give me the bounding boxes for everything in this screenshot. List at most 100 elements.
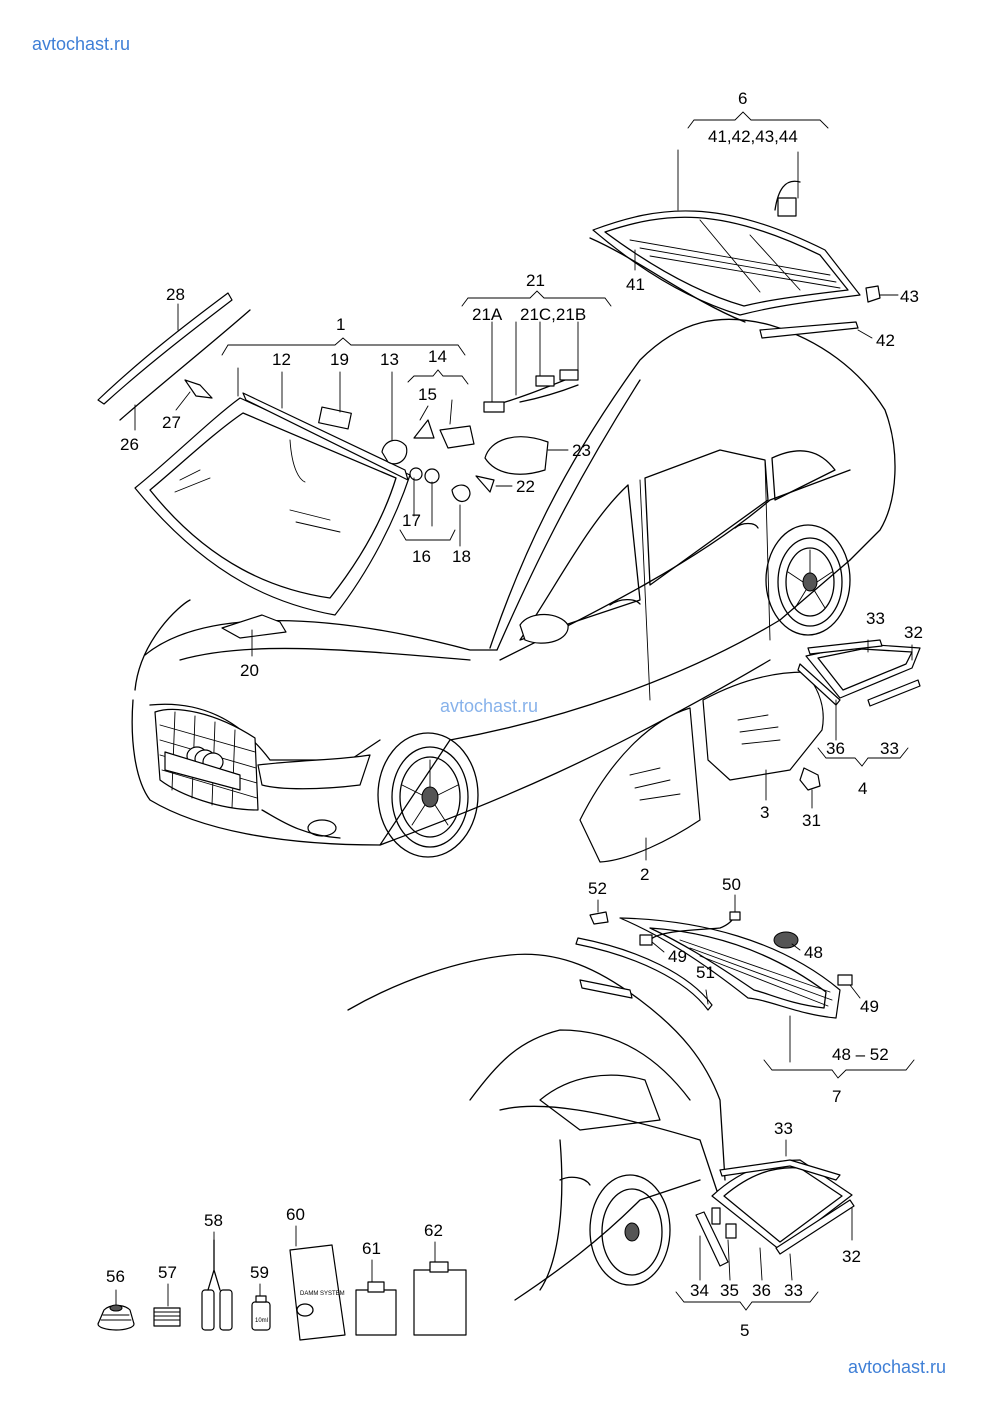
callout-33b[interactable]: 33 xyxy=(880,739,899,758)
callout-49a[interactable]: 49 xyxy=(668,947,687,966)
callout-14[interactable]: 14 xyxy=(428,347,447,366)
callout-26[interactable]: 26 xyxy=(120,435,139,454)
clip-27 xyxy=(184,379,213,399)
callout-16[interactable]: 16 xyxy=(412,547,431,566)
callout-21a[interactable]: 21A xyxy=(472,305,503,324)
callout-50[interactable]: 50 xyxy=(722,875,741,894)
fastener-31 xyxy=(799,767,821,791)
seal-42 xyxy=(759,321,859,339)
callout-48[interactable]: 48 xyxy=(804,943,823,962)
clip-17 xyxy=(409,467,423,481)
quarter-glass-rear[interactable] xyxy=(695,1159,855,1267)
clip-52 xyxy=(589,911,609,925)
callout-42[interactable]: 42 xyxy=(876,331,895,350)
kit-label: DAMM SYSTEM xyxy=(300,1291,345,1297)
cover-15 xyxy=(413,419,435,439)
callout-1[interactable]: 1 xyxy=(336,315,345,334)
callout-31[interactable]: 31 xyxy=(802,811,821,830)
rear-trim-51 xyxy=(575,937,713,1011)
callout-15[interactable]: 15 xyxy=(418,385,437,404)
adhesive-container-61 xyxy=(355,1281,397,1336)
callout-32a[interactable]: 32 xyxy=(904,623,923,642)
front-door-glass[interactable] xyxy=(579,707,701,863)
callout-57[interactable]: 57 xyxy=(158,1263,177,1282)
callout-61[interactable]: 61 xyxy=(362,1239,381,1258)
mirror-base-13 xyxy=(381,439,408,465)
bottle-59: 10ml xyxy=(251,1295,271,1331)
windshield-assembly[interactable] xyxy=(134,397,411,616)
sedan-car-outline xyxy=(131,318,896,858)
callout-23[interactable]: 23 xyxy=(572,441,591,460)
callout-2[interactable]: 2 xyxy=(640,865,649,884)
callout-35[interactable]: 35 xyxy=(720,1281,739,1300)
rear-window-glass[interactable] xyxy=(619,917,841,1019)
callout-34[interactable]: 34 xyxy=(690,1281,709,1300)
callout-4[interactable]: 4 xyxy=(858,779,867,798)
callout-6[interactable]: 6 xyxy=(738,89,747,108)
headlight xyxy=(257,754,371,790)
callout-labels: 1 2 3 4 5 6 7 12 13 14 15 16 17 18 19 20… xyxy=(106,89,923,1340)
windshield-moulding xyxy=(242,392,409,481)
callout-52[interactable]: 52 xyxy=(588,879,607,898)
callout-60[interactable]: 60 xyxy=(286,1205,305,1224)
callout-12[interactable]: 12 xyxy=(272,350,291,369)
holder-18 xyxy=(451,484,471,502)
callout-33c[interactable]: 33 xyxy=(774,1119,793,1138)
callout-56[interactable]: 56 xyxy=(106,1267,125,1286)
callout-5[interactable]: 5 xyxy=(740,1321,749,1340)
callout-18[interactable]: 18 xyxy=(452,547,471,566)
callout-49b[interactable]: 49 xyxy=(860,997,879,1016)
sunroof-glass[interactable] xyxy=(589,210,861,323)
cover-19 xyxy=(318,406,352,430)
clip-22 xyxy=(475,475,495,493)
callout-28[interactable]: 28 xyxy=(166,285,185,304)
sunroof-cable xyxy=(774,180,801,211)
callout-51[interactable]: 51 xyxy=(696,963,715,982)
callout-41[interactable]: 41 xyxy=(626,275,645,294)
callout-21cb[interactable]: 21C,21B xyxy=(520,305,586,324)
connector-49b xyxy=(837,974,853,986)
connector-50 xyxy=(729,911,741,921)
clip-43 xyxy=(865,285,881,303)
callout-27[interactable]: 27 xyxy=(162,413,181,432)
spoiler xyxy=(579,979,633,999)
watermark-top-left[interactable]: avtochast.ru xyxy=(32,34,130,54)
primer-tubes-58 xyxy=(201,1239,233,1331)
rear-wheel xyxy=(765,524,851,636)
callout-19[interactable]: 19 xyxy=(330,350,349,369)
clip-16 xyxy=(424,468,440,484)
callout-7[interactable]: 7 xyxy=(832,1087,841,1106)
callout-58[interactable]: 58 xyxy=(204,1211,223,1230)
callout-33d[interactable]: 33 xyxy=(784,1281,803,1300)
watermark-center: avtochast.ru xyxy=(440,696,538,716)
callout-41-44[interactable]: 41,42,43,44 xyxy=(708,127,798,146)
front-wheel xyxy=(377,732,479,858)
quarter-glass-front[interactable] xyxy=(797,639,921,707)
callout-48-52[interactable]: 48 – 52 xyxy=(832,1045,889,1064)
callout-36a[interactable]: 36 xyxy=(826,739,845,758)
connector-49a xyxy=(639,934,653,946)
sealant-cord-56 xyxy=(97,1304,135,1331)
watermark-bottom-right[interactable]: avtochast.ru xyxy=(848,1357,946,1377)
callout-36b[interactable]: 36 xyxy=(752,1281,771,1300)
wagon-car-outline xyxy=(347,953,726,1301)
sensor-14 xyxy=(439,425,475,449)
callout-17[interactable]: 17 xyxy=(402,511,421,530)
leader-lines xyxy=(115,111,915,1311)
callout-3[interactable]: 3 xyxy=(760,803,769,822)
callout-43[interactable]: 43 xyxy=(900,287,919,306)
callout-22[interactable]: 22 xyxy=(516,477,535,496)
callout-33a[interactable]: 33 xyxy=(866,609,885,628)
sunroof-connector xyxy=(777,197,797,217)
callout-13[interactable]: 13 xyxy=(380,350,399,369)
cover-23 xyxy=(484,436,549,475)
glass-kit-60: DAMM SYSTEM xyxy=(289,1244,346,1341)
callout-59[interactable]: 59 xyxy=(250,1263,269,1282)
washer-nozzle-20 xyxy=(221,614,287,639)
callout-32b[interactable]: 32 xyxy=(842,1247,861,1266)
callout-62[interactable]: 62 xyxy=(424,1221,443,1240)
callout-21[interactable]: 21 xyxy=(526,271,545,290)
callout-20[interactable]: 20 xyxy=(240,661,259,680)
adhesive-container-62 xyxy=(413,1261,467,1336)
